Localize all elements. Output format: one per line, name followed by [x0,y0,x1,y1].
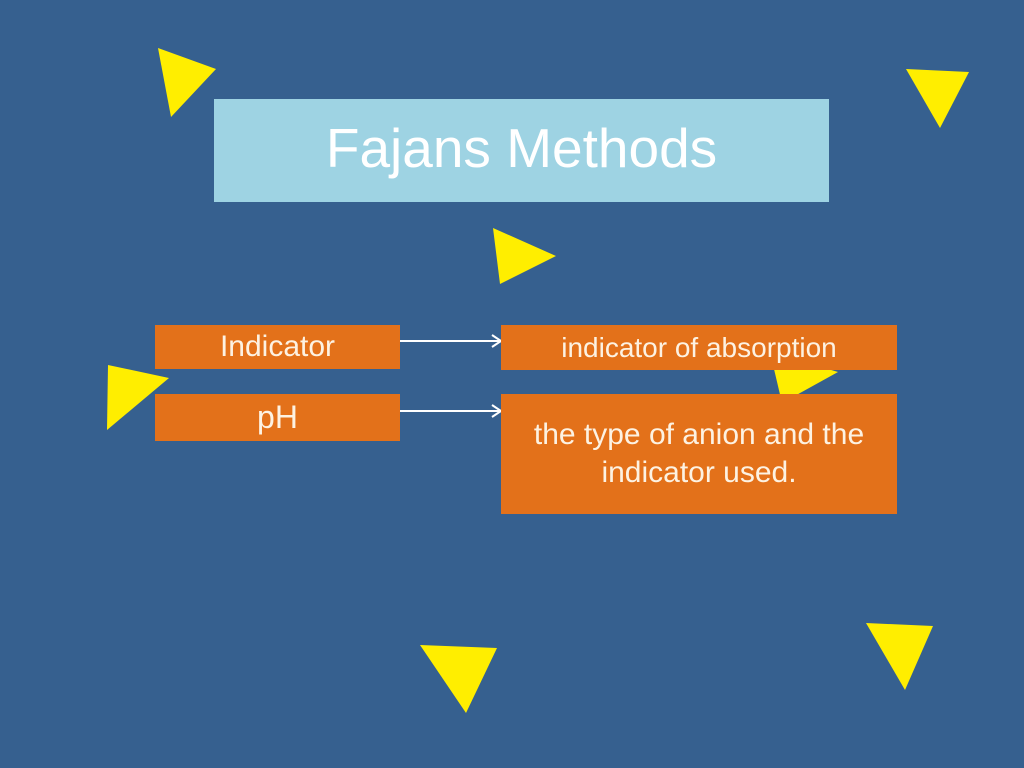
triangle-bottom-center-icon [420,645,497,713]
flow-box-ph: pH [155,394,400,441]
triangle-bottom-right-icon [866,623,933,690]
triangle-mid-upper-icon [493,228,556,284]
arrow-ph-to-anion [399,404,503,418]
triangle-top-left-icon [158,48,216,117]
flow-box-absorption-label: indicator of absorption [561,331,837,363]
flow-box-indicator: Indicator [155,325,400,369]
triangle-top-right-icon [906,69,969,128]
flow-box-anion: the type of anion and the indicator used… [501,394,897,514]
flow-box-indicator-label: Indicator [219,330,336,363]
flow-box-anion-label: the type of anion and the indicator used… [533,417,865,489]
page-title: Fajans Methods [325,117,718,179]
flow-box-ph-label: pH [257,399,298,435]
title-banner: Fajans Methods [214,99,829,202]
flow-box-absorption: indicator of absorption [501,325,897,370]
arrow-indicator-to-absorption [399,334,503,348]
